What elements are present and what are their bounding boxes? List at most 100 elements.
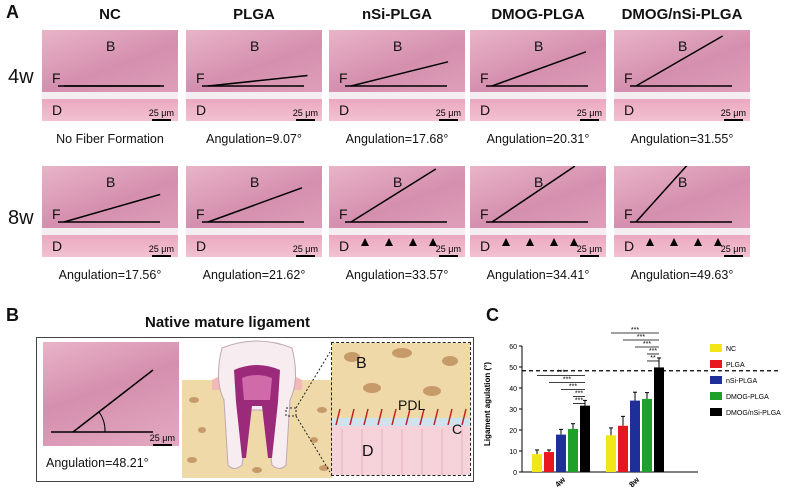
legend-label: NC	[726, 346, 736, 353]
tile-label-b: B	[678, 174, 688, 190]
angle-overlay	[202, 74, 308, 87]
angulation-caption: Angulation=20.31°	[486, 132, 590, 146]
panel-a-label: A	[6, 2, 19, 22]
column-header: DMOG/nSi-PLGA	[621, 6, 743, 23]
legend-swatch-DMOG/nSi-PLGA	[710, 408, 722, 416]
tile-label-f: F	[339, 70, 348, 86]
significance-label: ***	[575, 390, 583, 397]
arrowhead-marker	[646, 238, 654, 246]
tile-label-f: F	[52, 70, 61, 86]
legend-swatch-NC	[710, 344, 722, 352]
bar-4w-DMOG-PLGA	[568, 428, 578, 472]
panel-b-frame	[36, 337, 474, 482]
scale-bar: 25 μm	[292, 244, 318, 257]
tile-label-b: B	[106, 174, 116, 190]
fiber-line	[491, 166, 576, 223]
interface-band	[186, 92, 322, 100]
panel-b-title: Native mature ligament	[145, 314, 311, 331]
x-tick-label: 4w	[553, 475, 567, 489]
tile-label-d: D	[196, 102, 207, 118]
significance-label: ***	[575, 397, 583, 404]
tile-label-d: D	[480, 238, 491, 254]
arrowhead-marker	[409, 238, 417, 246]
native-ligament-micrograph: 25 μm	[43, 342, 179, 446]
arrowhead-marker	[361, 238, 369, 246]
fiber-line	[635, 166, 688, 223]
row-label-8w: 8w	[8, 207, 34, 229]
tile-label-b: B	[106, 38, 116, 54]
tooth-illustration	[182, 340, 332, 478]
tile-label-f: F	[196, 70, 205, 86]
scale-bar: 25 μm	[576, 108, 602, 121]
dentin-region	[329, 99, 465, 121]
angle-overlay	[486, 51, 588, 87]
tile-label-d: D	[624, 102, 635, 118]
tile-label-d: D	[480, 102, 491, 118]
arrowhead-marker	[550, 238, 558, 246]
significance-label: ***	[557, 369, 565, 376]
arrowhead-marker	[714, 238, 722, 246]
tile-label-d: D	[339, 238, 350, 254]
column-header: NC	[99, 6, 121, 23]
dentin-region	[42, 235, 178, 257]
angle-overlay	[630, 35, 732, 87]
bar-4w-DMOG/nSi-PLGA	[580, 405, 590, 472]
angulation-caption: Angulation=17.56°	[58, 268, 162, 282]
tile-label-b: B	[250, 174, 260, 190]
arrowhead-marker	[694, 238, 702, 246]
significance-label: ***	[649, 348, 657, 355]
fiber-line	[350, 61, 449, 87]
angulation-caption: Angulation=34.41°	[486, 268, 590, 282]
arrowhead-marker	[670, 238, 678, 246]
significance-label: ***	[569, 383, 577, 390]
interface-band	[614, 92, 750, 100]
bar-8w-DMOG/nSi-PLGA	[654, 367, 664, 472]
panel-b-label: B	[6, 305, 19, 325]
interface-band	[614, 228, 750, 236]
tile-label-f: F	[480, 206, 489, 222]
native-caption: Angulation=48.21°	[46, 456, 149, 470]
bar-8w-PLGA	[618, 425, 628, 472]
legend-label: nSi-PLGA	[726, 378, 757, 385]
tile-label-d: D	[196, 238, 207, 254]
interface-band	[329, 228, 465, 236]
legend-swatch-nSi-PLGA	[710, 376, 722, 384]
fiber-line	[63, 193, 161, 223]
pdl-zoom-box: B PDL C D	[331, 342, 471, 476]
significance-label: ***	[643, 341, 651, 348]
tile-label-b: B	[393, 174, 403, 190]
dentin-region	[329, 235, 465, 257]
angle-overlay	[58, 85, 164, 87]
zoom-label-d: D	[362, 443, 374, 460]
tile-label-d: D	[52, 102, 63, 118]
legend-label: DMOG-PLGA	[726, 394, 769, 401]
dentin-region	[186, 99, 322, 121]
significance-label: **	[650, 355, 656, 362]
significance-label: ***	[637, 334, 645, 341]
legend-label: DMOG/nSi-PLGA	[726, 410, 781, 417]
interface-band	[42, 92, 178, 100]
scale-bar: 25 μm	[148, 108, 174, 121]
dentin-region	[470, 235, 606, 257]
scale-bar: 25 μm	[148, 244, 174, 257]
zoom-label-c: C	[452, 421, 463, 437]
angulation-caption: Angulation=33.57°	[345, 268, 449, 282]
scale-bar: 25 μm	[435, 244, 461, 257]
arrowhead-marker	[526, 238, 534, 246]
bar-4w-nSi-PLGA	[556, 434, 566, 472]
scale-bar: 25 μm	[149, 433, 175, 446]
angulation-caption: Angulation=17.68°	[345, 132, 449, 146]
angulation-caption: No Fiber Formation	[56, 132, 164, 146]
bar-4w-PLGA	[544, 452, 554, 472]
y-tick-label: 30	[509, 407, 517, 414]
arrowhead-marker	[385, 238, 393, 246]
legend-swatch-DMOG-PLGA	[710, 392, 722, 400]
